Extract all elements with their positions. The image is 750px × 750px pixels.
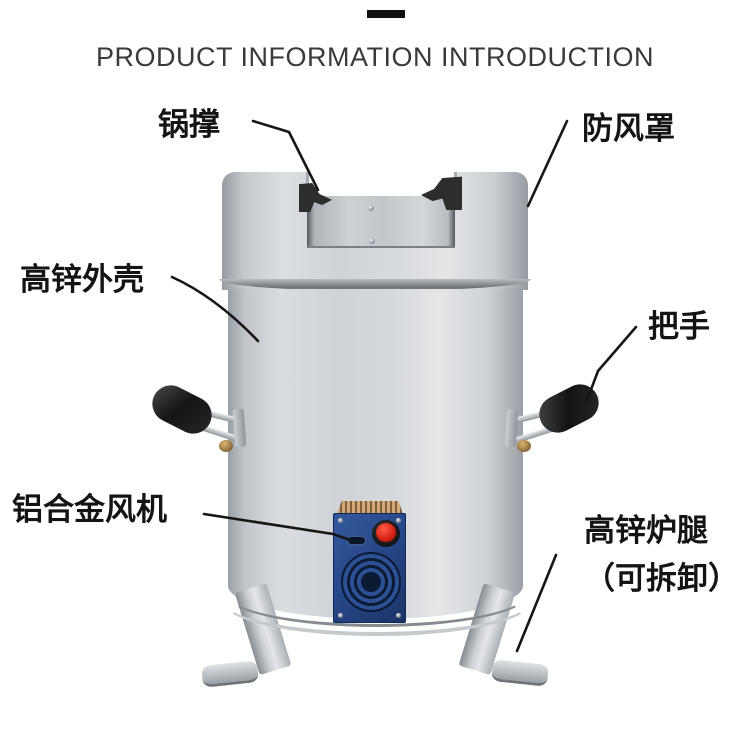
stove-foot-right	[491, 659, 549, 687]
bottom-rim	[225, 560, 529, 627]
heatsink-fins	[337, 501, 403, 514]
fan-grille-icon	[341, 552, 401, 612]
screw-icon	[396, 613, 401, 618]
windshield-pointer	[526, 119, 569, 208]
callout-pot-support: 锅撑	[158, 107, 220, 143]
inner-wall-shadow-right	[448, 196, 455, 246]
accent-bar	[367, 10, 405, 18]
callout-legs: 高锌炉腿 （可拆卸）	[584, 507, 739, 603]
callout-legs-line2: （可拆卸）	[584, 561, 739, 597]
callout-fan: 铝合金风机	[12, 492, 167, 528]
inner-wall	[307, 196, 455, 248]
knob-red-cap	[376, 523, 396, 542]
bottom-lip	[222, 566, 532, 636]
callout-zinc-shell: 高锌外壳	[20, 262, 144, 298]
screw-icon	[396, 518, 401, 523]
seam-ring	[219, 279, 531, 291]
screw-icon	[338, 613, 343, 618]
rivet	[368, 205, 374, 211]
callout-handle: 把手	[648, 309, 710, 345]
callout-windshield: 防风罩	[582, 111, 675, 147]
inner-wall-shadow-left	[307, 196, 314, 246]
rivet	[369, 238, 375, 244]
page-title: PRODUCT INFORMATION INTRODUCTION	[96, 42, 654, 72]
screw-icon	[338, 518, 343, 523]
stove-foot-left	[201, 660, 259, 688]
power-slot	[348, 537, 365, 544]
handle-bolt-left	[219, 440, 233, 452]
fan-hub	[364, 575, 378, 589]
fan-unit	[333, 513, 406, 623]
handle-bolt-right	[517, 440, 531, 452]
control-knob	[372, 520, 400, 547]
callout-legs-line1: 高锌炉腿	[584, 513, 708, 549]
